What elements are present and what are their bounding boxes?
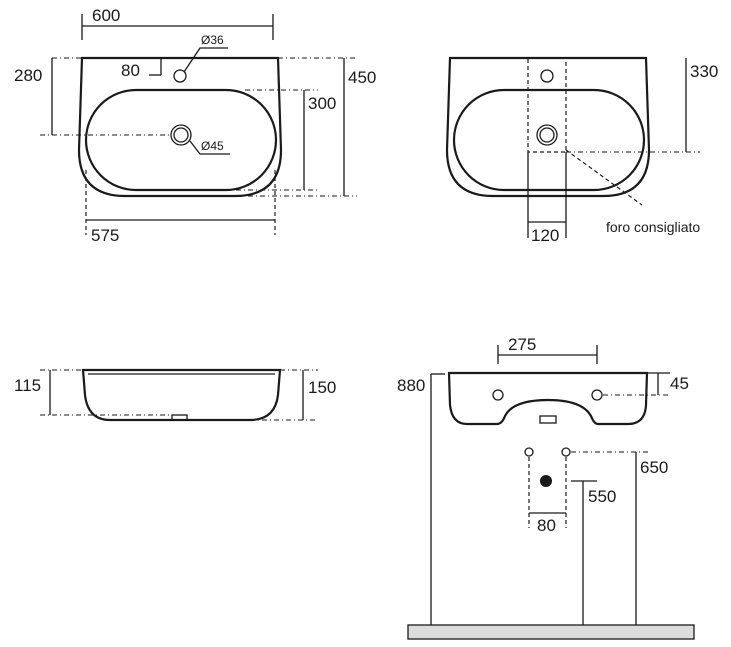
recommended-hole-area — [527, 57, 567, 153]
dim-450: 450 — [348, 68, 376, 87]
bowl-outline — [452, 88, 646, 192]
dim-80: 80 — [121, 61, 140, 80]
drain-inner — [173, 127, 189, 143]
dim-275: 275 — [508, 335, 536, 354]
dim-115: 115 — [14, 376, 41, 395]
basin-side-outline — [81, 368, 282, 422]
dim-80: 80 — [537, 516, 556, 535]
fixing-hole-left — [492, 389, 504, 401]
supply-left — [524, 447, 534, 457]
dim-drain-hole: Ø45 — [201, 139, 224, 153]
waste-outlet — [540, 475, 552, 487]
dim-45: 45 — [670, 374, 689, 393]
dim-150: 150 — [308, 378, 336, 397]
note-foro-consigliato: foro consigliato — [606, 219, 700, 235]
dim-120: 120 — [531, 226, 559, 245]
top-view: 600 280 80 Ø36 Ø45 300 450 575 — [14, 6, 376, 245]
basin-outline — [445, 56, 651, 198]
front-view: 275 880 45 650 550 80 — [397, 335, 695, 640]
dim-880: 880 — [397, 376, 425, 395]
bowl-outline — [84, 88, 278, 192]
drain-hole — [170, 124, 192, 146]
tap-hole — [173, 69, 187, 83]
basin-outline — [77, 56, 283, 198]
drain-hole — [536, 124, 558, 146]
dim-550: 550 — [588, 487, 616, 506]
dim-600: 600 — [92, 6, 120, 25]
supply-right — [561, 447, 571, 457]
dim-330: 330 — [690, 62, 718, 81]
side-view: 115 150 — [14, 368, 336, 422]
tap-hole — [540, 69, 554, 83]
dim-280: 280 — [14, 66, 42, 85]
dim-tap-hole: Ø36 — [201, 33, 224, 47]
dim-575: 575 — [91, 226, 119, 245]
basin-front-outline — [447, 371, 649, 426]
top-view-fixing: 330 120 foro consigliato — [445, 56, 718, 245]
dim-300: 300 — [308, 94, 336, 113]
floor — [407, 624, 695, 640]
fixing-hole-right — [591, 389, 603, 401]
dim-650: 650 — [640, 458, 668, 477]
